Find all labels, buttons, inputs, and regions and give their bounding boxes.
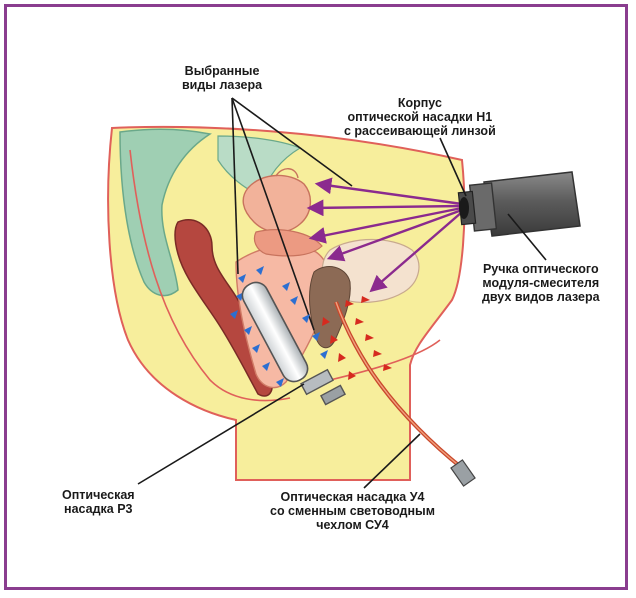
urethra-region — [309, 266, 351, 349]
pointer-handle — [507, 213, 547, 261]
label-housing-h1: Корпус оптической насадки Н1 с рассеиваю… — [344, 96, 496, 138]
label-handle: Ручка оптического модуля-смесителя двух … — [482, 262, 600, 304]
tissue-line-back — [129, 149, 291, 402]
rectum — [174, 219, 273, 397]
fiber-connector — [450, 459, 476, 487]
purple-arrow-1 — [314, 177, 463, 206]
label-handle-line3: двух видов лазера — [482, 290, 600, 304]
label-lasers-line1: Выбранные — [184, 64, 260, 78]
purple-laser-arrows — [306, 177, 463, 293]
purple-arrow-3 — [308, 206, 463, 244]
laser-pointer-lines — [231, 97, 353, 331]
pointer-line-right — [231, 97, 353, 187]
purple-arrow-2 — [306, 199, 463, 217]
pelvic-bone — [119, 128, 212, 297]
purple-arrow-4 — [326, 208, 463, 262]
pointer-u4 — [363, 433, 421, 489]
label-nozzle-u4: Оптическая насадка У4 со сменным светово… — [270, 490, 435, 532]
label-housing-line1: Корпус — [397, 96, 442, 110]
label-selected-lasers: Выбранные виды лазера — [182, 64, 262, 92]
label-p3-line1: Оптическая — [62, 488, 135, 502]
tissue-line-front — [329, 339, 441, 381]
laser-handle — [457, 171, 581, 237]
pointer-line-mid — [231, 97, 315, 331]
label-handle-line2: модуля-смесителя — [482, 276, 600, 290]
label-p3-line2: насадка Р3 — [64, 502, 133, 516]
uterus — [242, 174, 311, 233]
pointer-p3 — [137, 383, 305, 485]
label-lasers-line2: виды лазера — [182, 78, 263, 92]
label-housing-line3: с рассеивающей линзой — [344, 124, 496, 138]
cervix — [253, 229, 323, 257]
label-u4-line3: чехлом СУ4 — [316, 518, 389, 532]
pointer-housing — [439, 137, 467, 197]
uterus-tube — [275, 168, 299, 179]
pointer-line-left — [231, 97, 239, 275]
fiber-u4-inner — [335, 301, 463, 469]
nozzle-p3 — [241, 281, 347, 406]
label-u4-line2: со сменным световодным — [270, 504, 435, 518]
label-u4-line1: Оптическая насадка У4 — [280, 490, 425, 504]
red-laser-arrows — [322, 296, 392, 380]
label-nozzle-p3: Оптическая насадка Р3 — [62, 488, 135, 516]
sacrum — [217, 135, 302, 197]
label-handle-line1: Ручка оптического — [482, 262, 599, 276]
label-housing-line2: оптической насадки Н1 — [347, 110, 493, 124]
purple-arrow-5 — [369, 211, 463, 293]
diffusing-lens — [459, 197, 469, 219]
